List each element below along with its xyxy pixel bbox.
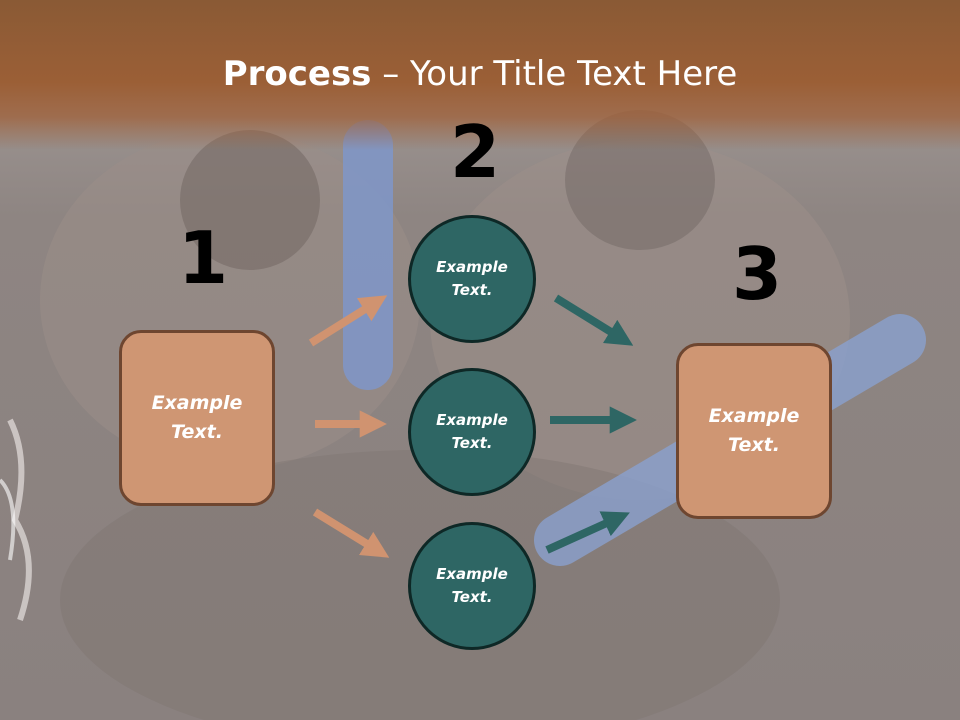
step-box-1[interactable]: Example Text. <box>119 330 275 506</box>
step-circle-middle[interactable]: Example Text. <box>408 368 536 496</box>
step-box-3-label: Example Text. <box>708 405 800 456</box>
step-circle-bottom[interactable]: Example Text. <box>408 522 536 650</box>
step-circle-top[interactable]: Example Text. <box>408 215 536 343</box>
step-circle-middle-label: Example Text. <box>436 411 508 452</box>
step-circle-bottom-label: Example Text. <box>436 565 508 606</box>
slide-title: Process – Your Title Text Here <box>0 52 960 96</box>
step-number-2: 2 <box>450 110 501 194</box>
step-box-1-label: Example Text. <box>151 392 243 443</box>
step-number-1: 1 <box>178 216 229 300</box>
title-bold: Process <box>222 54 372 94</box>
title-rest: – Your Title Text Here <box>371 54 738 94</box>
header-band <box>0 0 960 150</box>
step-box-3[interactable]: Example Text. <box>676 343 832 519</box>
step-number-3: 3 <box>732 232 783 316</box>
step-circle-top-label: Example Text. <box>436 258 508 299</box>
